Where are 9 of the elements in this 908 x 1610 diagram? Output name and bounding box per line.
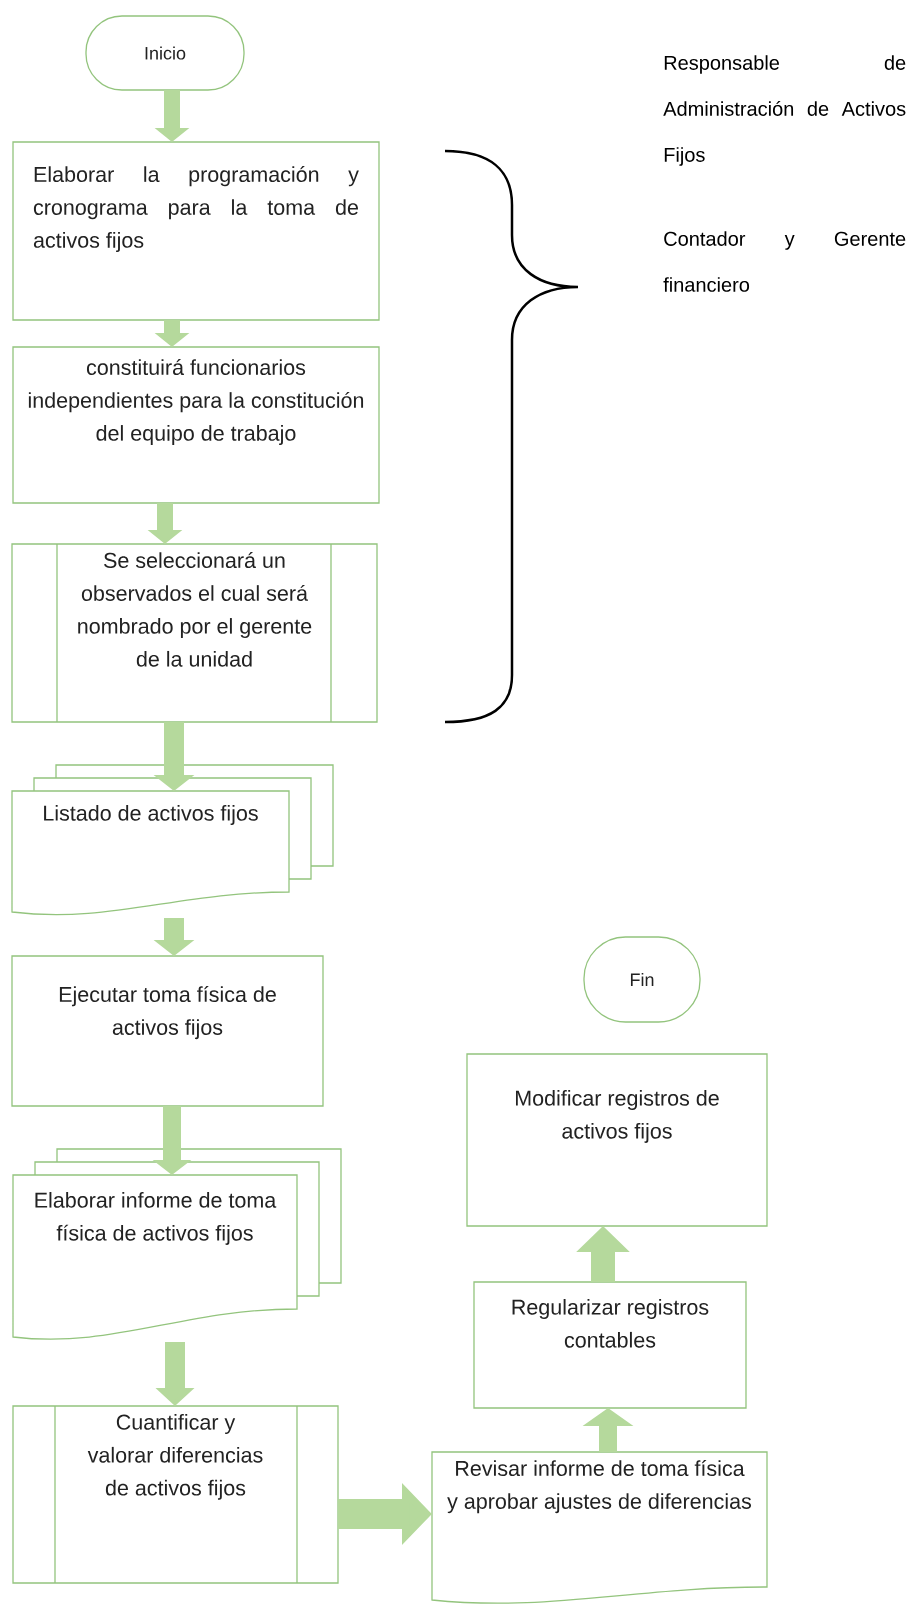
process-box: Ejecutar toma física de activos fijos [11,955,324,1107]
note-text: Contador y Gerente financiero [663,231,906,292]
process-box: Elaborar la programación y cronograma para la toma de activos fijos [12,141,380,321]
process-box: Regularizar registros contables [473,1281,747,1409]
subprocess-box: Se seleccionará un observados el cual será nombrado por el gerente de la unidad [11,543,378,723]
subprocess-box: Cuantificar y valorar diferencias de activos fijos [12,1405,339,1584]
process-box: Modificar registros de activos fijos [466,1053,768,1227]
note-text: Responsable de Administración de Activos Fijos [663,55,906,166]
process-box: constituirá funcionarios independientes para la constitución del equipo de trabajo [12,346,380,504]
